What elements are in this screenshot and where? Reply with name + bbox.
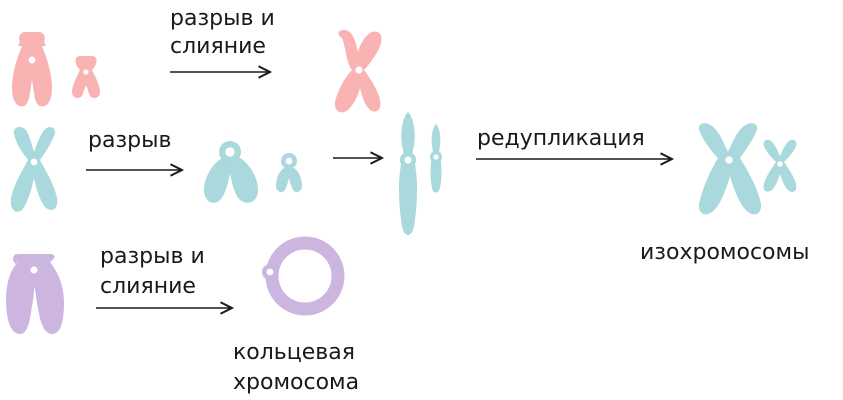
ring-label-line1: кольцевая [233,340,355,365]
blue-isochromosome-small [763,139,797,192]
pink-chromosome-1 [12,32,52,107]
row2-arrow-label: разрыв [88,128,172,153]
lilac-chromosome [6,254,64,334]
blue-broken-fragment-small [276,153,302,193]
row1-arrow-label-line1: разрыв и [170,6,275,31]
row1-arrow-label-line2: слияние [170,34,266,59]
blue-linear-chromatid-1 [399,112,417,235]
row3-arrow-label-line1: разрыв и [100,244,205,269]
pink-chromosome-2 [72,56,100,99]
blue-broken-fragment-large [204,141,258,203]
redup-arrow-label: редупликация [477,126,645,151]
ring-label-line2: хромосома [233,370,360,395]
pink-fused-chromosome [334,30,382,113]
blue-chromosome-original [10,127,58,212]
isochromosome-label: изохромосомы [640,240,810,265]
blue-isochromosome-large [698,123,762,215]
blue-linear-chromatid-2 [430,124,442,193]
row3-arrow-label-line2: слияние [100,274,196,299]
ring-chromosome [262,236,345,316]
